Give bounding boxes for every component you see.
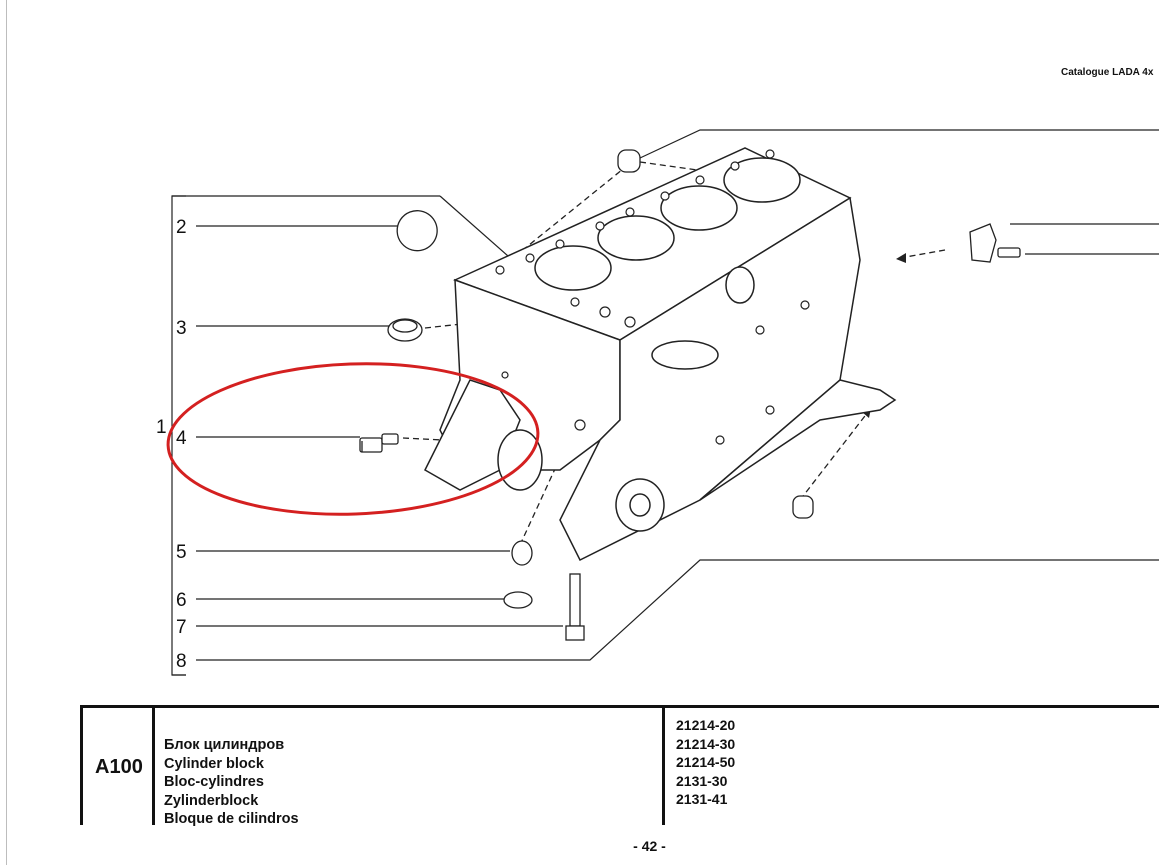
page-left-rule <box>6 0 7 865</box>
engine-block <box>424 147 897 562</box>
part-4-sensor <box>359 433 399 453</box>
callout-2: 2 <box>176 217 187 238</box>
callout-8: 8 <box>176 651 187 672</box>
model-item: 2131-30 <box>676 772 728 789</box>
bolt-holes <box>495 149 810 445</box>
name-es: Bloque de cilindros <box>164 811 299 827</box>
part-dowel-lower <box>792 495 814 519</box>
part-6-plug <box>503 591 533 609</box>
column-divider <box>662 708 665 825</box>
cylinder-block-diagram: 1 2 3 4 5 6 7 8 <box>156 129 1159 676</box>
callout-5: 5 <box>176 542 187 563</box>
callout-4: 4 <box>176 428 187 449</box>
model-item: 21214-20 <box>676 717 736 733</box>
name-ru: Блок цилиндров <box>164 737 285 753</box>
callout-7: 7 <box>176 617 187 638</box>
part-5-ring <box>511 540 533 566</box>
callout-numbers: 1 2 3 4 5 6 7 8 <box>156 217 187 672</box>
parts <box>359 149 1021 641</box>
name-de: Zylinderblock <box>164 792 259 809</box>
part-bracket-right <box>969 223 1021 263</box>
model-item: 21214-50 <box>676 754 736 770</box>
callout-1: 1 <box>156 417 167 438</box>
model-item: 21214-30 <box>676 735 736 752</box>
part-dowel-top <box>617 149 641 173</box>
page-number: - 42 - <box>633 838 666 854</box>
part-2-plug <box>396 210 438 252</box>
part-7-bolt <box>565 573 585 641</box>
leader-lines <box>196 129 1159 661</box>
code-cell: A100 <box>80 708 155 825</box>
model-list: 21214-20 21214-30 21214-50 2131-30 2131-… <box>676 716 735 809</box>
parts-table: A100 Блок цилиндров Cylinder block Bloc-… <box>80 705 1159 827</box>
callout-3: 3 <box>176 318 187 339</box>
part-code: A100 <box>95 756 143 778</box>
part-names: Блок цилиндров Cylinder block Bloc-cylin… <box>164 736 299 829</box>
catalogue-title: Catalogue LADA 4x <box>1061 67 1154 78</box>
highlight-circle <box>166 362 540 516</box>
callout-6: 6 <box>176 590 187 611</box>
model-item: 2131-41 <box>676 791 728 807</box>
callout-bracket <box>171 195 509 676</box>
name-fr: Bloc-cylindres <box>164 774 264 790</box>
name-en: Cylinder block <box>164 755 264 772</box>
